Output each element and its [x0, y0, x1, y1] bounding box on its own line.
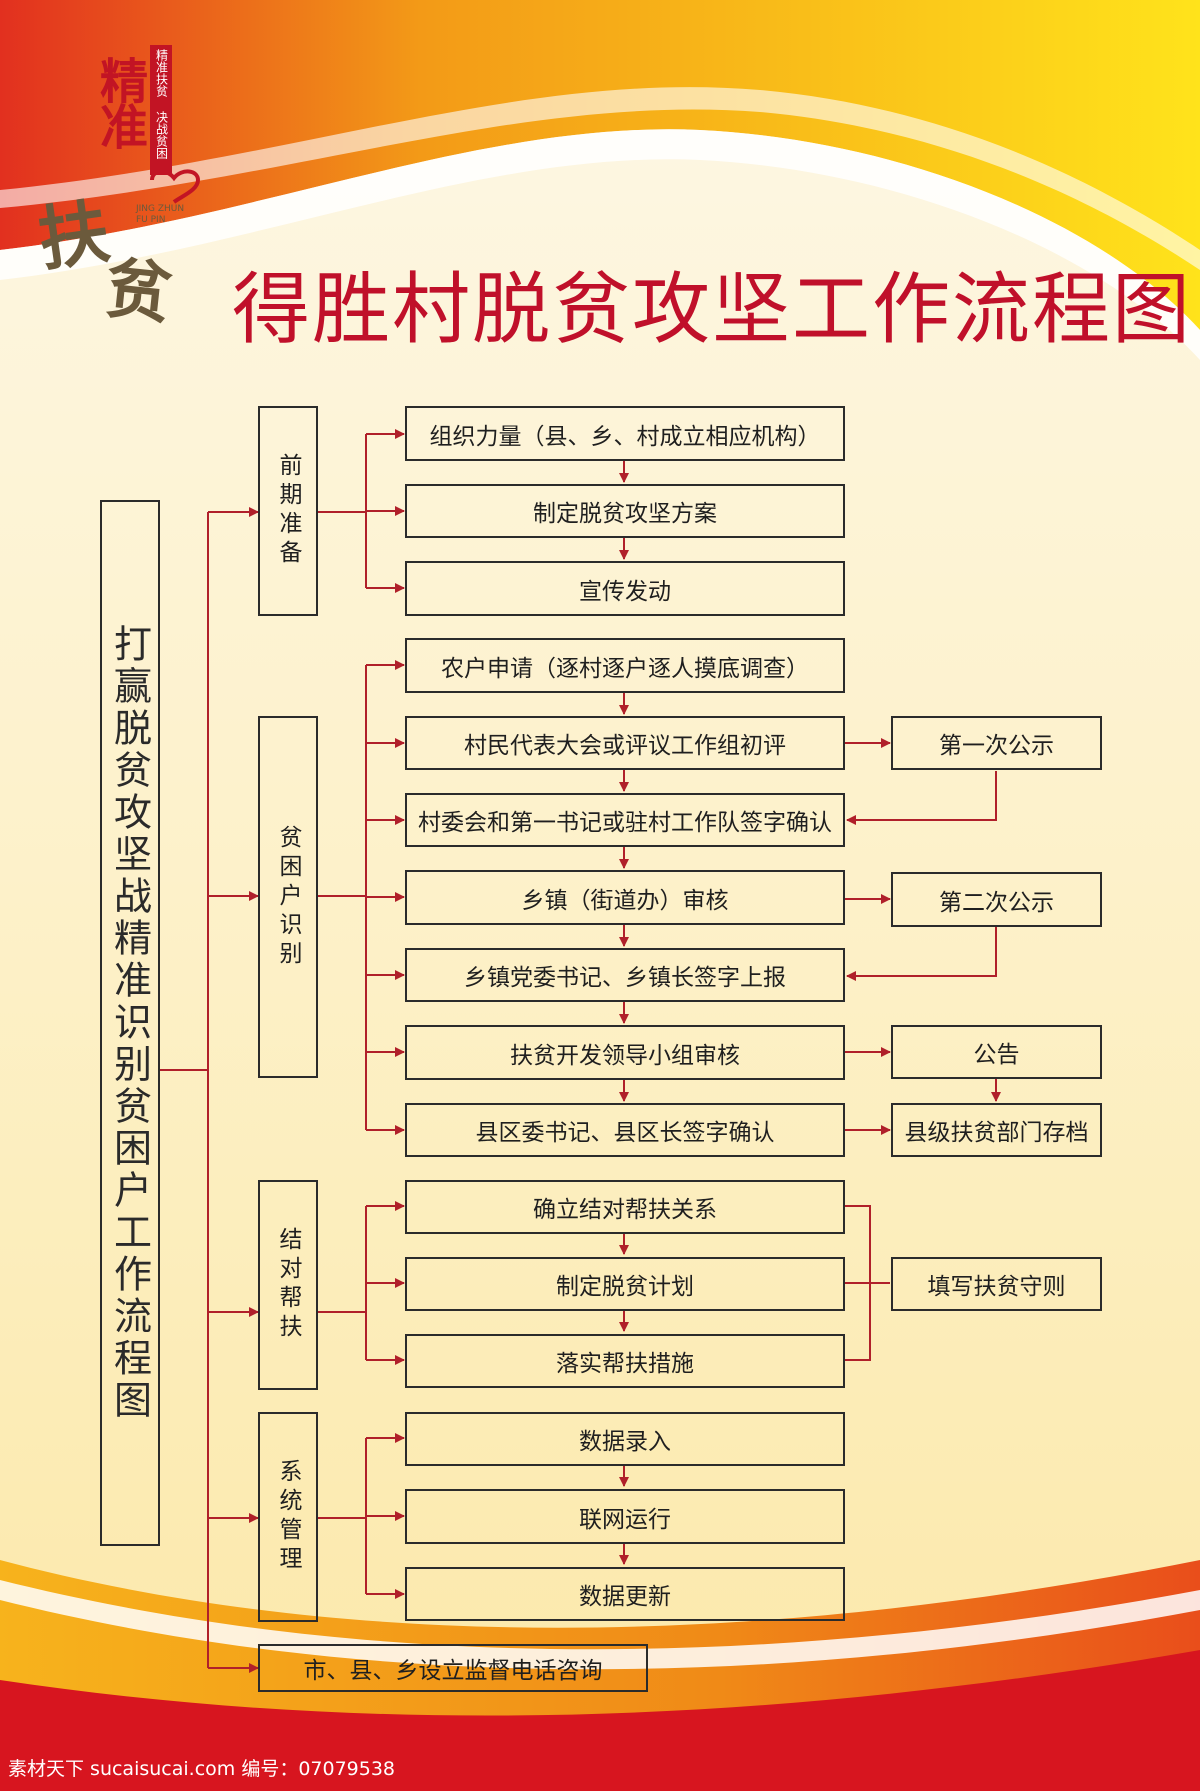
- prep-step-3: 宣传发动: [405, 561, 845, 616]
- identify-step-2: 村民代表大会或评议工作组初评: [405, 716, 845, 770]
- page-title: 得胜村脱贫攻坚工作流程图: [232, 265, 1193, 355]
- identify-step-3: 村委会和第一书记或驻村工作队签字确认: [405, 793, 845, 847]
- prep-step-1: 组织力量（县、乡、村成立相应机构）: [405, 406, 845, 461]
- pair-step-3: 落实帮扶措施: [405, 1334, 845, 1388]
- section-system: 系统管理: [258, 1412, 318, 1622]
- system-step-3: 数据更新: [405, 1567, 845, 1621]
- public-notice-2: 第二次公示: [891, 872, 1102, 927]
- logo-jingzhun-text: 精准: [91, 56, 147, 148]
- identify-step-4: 乡镇（街道办）审核: [405, 870, 845, 925]
- section-pair: 结对帮扶: [258, 1180, 318, 1390]
- root-box: 打赢脱贫攻坚战精准识别贫困户工作流程图: [100, 500, 160, 1546]
- system-step-2: 联网运行: [405, 1489, 845, 1544]
- section-identify: 贫困户识别: [258, 716, 318, 1078]
- logo-pinyin: JING ZHUN FU PIN: [136, 204, 196, 226]
- watermark: 素材天下 sucaisucai.com 编号：07079538: [8, 1758, 396, 1780]
- pair-side: 填写扶贫守则: [891, 1257, 1102, 1311]
- section-identify-label: 贫困户识别: [275, 824, 301, 970]
- logo-slogan-tag: 精准扶贫 决战贫困: [150, 45, 172, 175]
- announcement: 公告: [891, 1025, 1102, 1079]
- identify-step-6: 扶贫开发领导小组审核: [405, 1025, 845, 1080]
- section-supervise: 市、县、乡设立监督电话咨询: [258, 1644, 648, 1692]
- county-archive: 县级扶贫部门存档: [891, 1103, 1102, 1157]
- section-system-label: 系统管理: [275, 1459, 301, 1575]
- section-prep-label: 前期准备: [275, 453, 301, 569]
- pair-step-1: 确立结对帮扶关系: [405, 1180, 845, 1234]
- root-label: 打赢脱贫攻坚战精准识别贫困户工作流程图: [107, 624, 152, 1422]
- pair-step-2: 制定脱贫计划: [405, 1257, 845, 1311]
- logo-pinyin-line2: FU PIN: [136, 215, 166, 225]
- section-prep: 前期准备: [258, 406, 318, 616]
- heart-icon: [150, 169, 201, 204]
- logo-pin-char: 贫: [101, 248, 176, 334]
- section-pair-label: 结对帮扶: [275, 1227, 301, 1343]
- identify-step-1: 农户申请（逐村逐户逐人摸底调查）: [405, 638, 845, 693]
- logo-pinyin-line1: JING ZHUN: [136, 204, 185, 214]
- system-step-1: 数据录入: [405, 1412, 845, 1466]
- prep-step-2: 制定脱贫攻坚方案: [405, 484, 845, 538]
- logo-fu-char: 扶: [33, 189, 115, 282]
- public-notice-1: 第一次公示: [891, 716, 1102, 770]
- identify-step-7: 县区委书记、县区长签字确认: [405, 1103, 845, 1157]
- identify-step-5: 乡镇党委书记、乡镇长签字上报: [405, 948, 845, 1002]
